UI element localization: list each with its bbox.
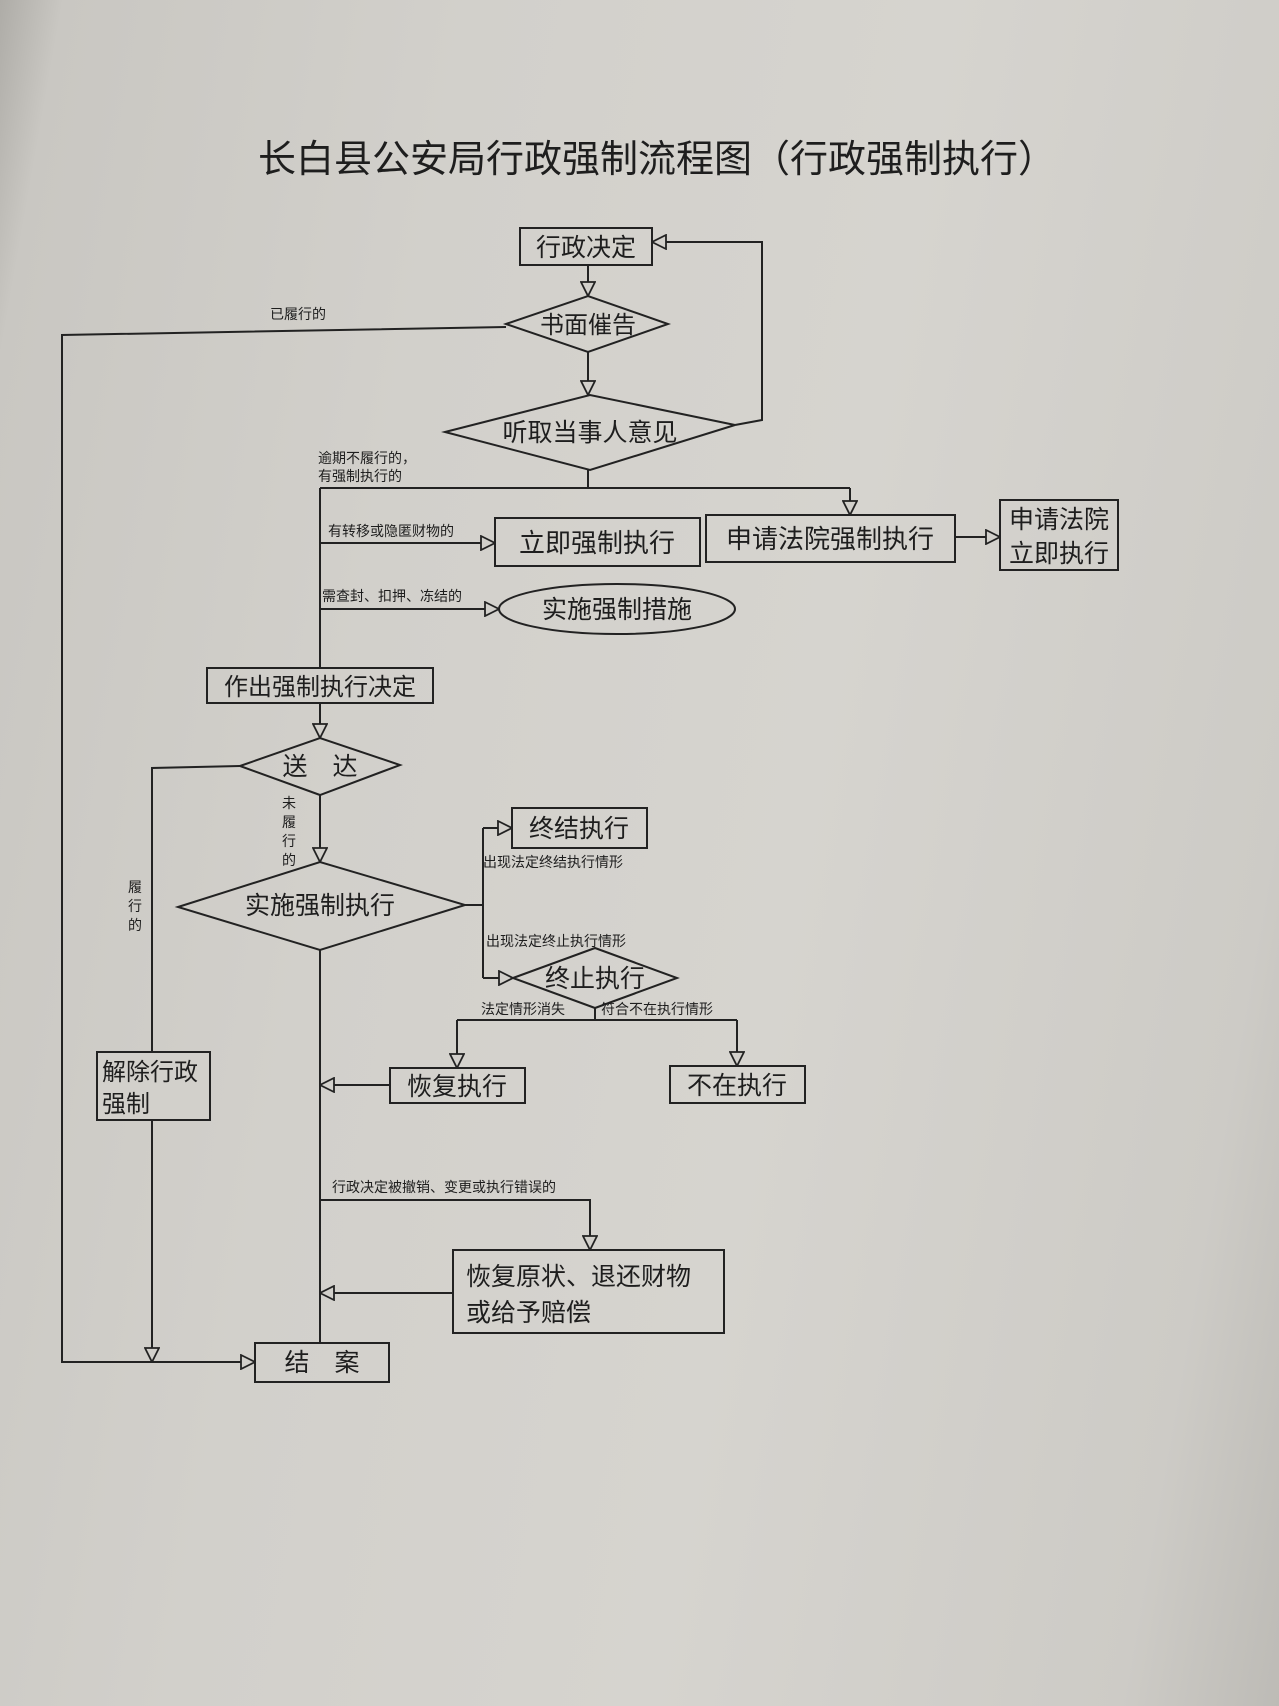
arrow-restore — [320, 1199, 590, 1250]
node-label: 申请法院强制执行 — [726, 525, 934, 555]
node-apply-court: 申请法院强制执行 — [705, 514, 956, 563]
label-meets-no-exec: 符合不在执行情形 — [601, 1002, 713, 1018]
label-char: 履 — [282, 815, 296, 831]
node-immediate-enforce: 立即强制执行 — [494, 517, 701, 567]
label-suspend-case: 出现法定终止执行情形 — [486, 934, 626, 950]
node-written-notice: 书面催告 — [502, 294, 672, 354]
node-label: 恢复执行 — [407, 1072, 507, 1101]
label-revoked: 行政决定被撤销、变更或执行错误的 — [332, 1180, 556, 1196]
node-restore: 恢复原状、退还财物 或给予赔偿 — [452, 1249, 725, 1334]
node-close: 结 案 — [254, 1342, 390, 1383]
node-release: 解除行政 强制 — [96, 1051, 211, 1121]
node-terminate-final: 终结执行 — [511, 807, 648, 849]
node-label: 终止执行 — [545, 964, 645, 993]
node-label: 或给予赔偿 — [466, 1298, 591, 1327]
label-overdue: 有强制执行的 — [318, 469, 402, 485]
node-suspend: 终止执行 — [510, 946, 680, 1010]
label-case-gone: 法定情形消失 — [481, 1002, 565, 1018]
node-apply-court-immediate: 申请法院 立即执行 — [999, 499, 1119, 571]
node-label: 书面催告 — [540, 311, 636, 339]
loop-back-line — [652, 242, 763, 426]
node-label: 作出强制执行决定 — [224, 673, 416, 701]
node-execute: 实施强制执行 — [174, 860, 469, 952]
label-not-fulfilled: 未 履 行 的 — [282, 796, 296, 869]
node-label: 结 案 — [284, 1348, 359, 1377]
label-overdue: 逾期不履行的， — [318, 451, 416, 467]
node-no-longer: 不在执行 — [669, 1065, 806, 1104]
node-label: 强制 — [102, 1090, 150, 1118]
node-deliver: 送 达 — [237, 736, 403, 797]
node-make-decision: 作出强制执行决定 — [206, 667, 434, 704]
label-seal-seize: 需查封、扣押、冻结的 — [322, 588, 462, 605]
node-label: 送 达 — [282, 752, 357, 781]
label-char: 的 — [128, 918, 142, 934]
node-decision: 行政决定 — [519, 227, 653, 266]
node-label: 行政决定 — [536, 233, 636, 262]
label-char: 行 — [128, 899, 142, 915]
label-char: 的 — [282, 853, 296, 869]
label-char: 未 — [282, 796, 296, 812]
release-line — [152, 765, 241, 1362]
edge-labels: 已履行的 逾期不履行的， 有强制执行的 有转移或隐匿财物的 需查封、扣押、冻结的… — [128, 307, 713, 1196]
node-resume: 恢复执行 — [389, 1067, 526, 1104]
label-fulfilled: 已履行的 — [270, 307, 326, 323]
node-label: 立即执行 — [1009, 539, 1109, 568]
node-hear-opinion: 听取当事人意见 — [441, 393, 736, 472]
node-label: 实施强制执行 — [245, 891, 395, 920]
label-fulfilled-vertical: 履 行 的 — [128, 880, 142, 934]
label-transfer-hide: 有转移或隐匿财物的 — [328, 524, 454, 540]
label-char: 行 — [282, 834, 296, 850]
label-char: 履 — [128, 880, 142, 896]
node-label: 立即强制执行 — [519, 529, 675, 559]
page-title: 长白县公安局行政强制流程图（行政强制执行） — [258, 137, 1056, 181]
node-label: 听取当事人意见 — [502, 418, 677, 447]
node-label: 解除行政 — [102, 1058, 198, 1086]
node-label: 实施强制措施 — [542, 595, 692, 624]
node-label: 不在执行 — [687, 1071, 787, 1100]
node-label: 申请法院 — [1009, 505, 1109, 534]
label-final-case: 出现法定终结执行情形 — [483, 855, 623, 871]
connectors — [61, 242, 1000, 1362]
node-enforce-measures: 实施强制措施 — [498, 583, 736, 635]
node-label: 恢复原状、退还财物 — [466, 1262, 691, 1291]
node-label: 终结执行 — [529, 814, 629, 843]
